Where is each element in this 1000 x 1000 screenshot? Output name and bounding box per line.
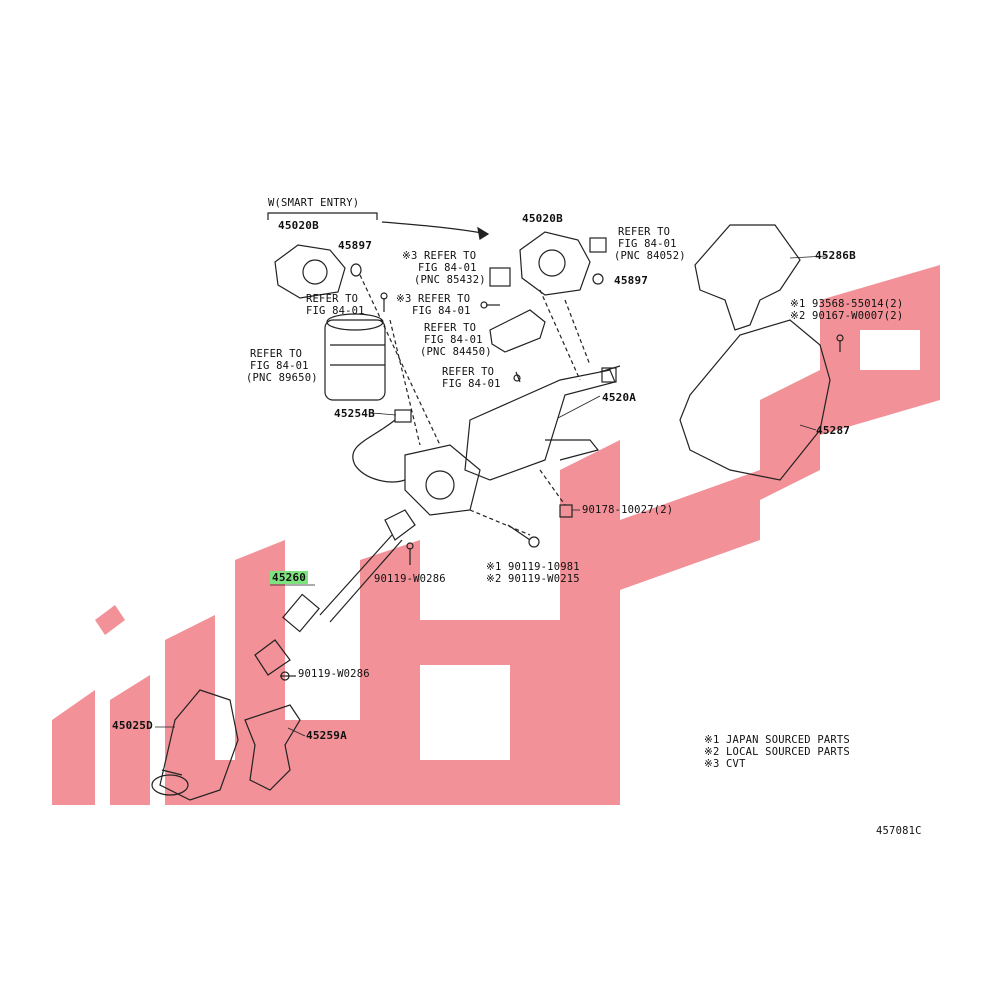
refer-84052-line1: REFER TO bbox=[618, 226, 671, 238]
part-45897-right: 45897 bbox=[614, 274, 649, 287]
refer-84450-line1: REFER TO bbox=[424, 322, 477, 334]
refer-84450-line2: FIG 84-01 bbox=[424, 334, 483, 346]
part-45020b-left: 45020B bbox=[278, 219, 319, 232]
refer-89650-line1: REFER TO bbox=[250, 348, 303, 360]
part-90119-w0286-lower: 90119-W0286 bbox=[298, 668, 370, 680]
leader-lines bbox=[155, 255, 827, 737]
part-90178: 90178-10027(2) bbox=[582, 504, 674, 516]
smart-entry-label: W(SMART ENTRY) bbox=[268, 197, 360, 209]
refer-fig-a-line1: REFER TO bbox=[306, 293, 359, 305]
legend-japan: ※1 JAPAN SOURCED PARTS bbox=[704, 734, 850, 746]
part-45020b-right: 45020B bbox=[522, 212, 563, 225]
part-45286b: 45286B bbox=[815, 249, 856, 262]
legend-local: ※2 LOCAL SOURCED PARTS bbox=[704, 746, 850, 758]
refer-85432-line3: (PNC 85432) bbox=[414, 274, 486, 286]
refer-85432-line1: ※3 REFER TO bbox=[402, 250, 477, 262]
part-drawings bbox=[151, 212, 844, 801]
part-45260-text: 45260 bbox=[270, 571, 309, 584]
part-45897-left: 45897 bbox=[338, 239, 373, 252]
refer-89650-line3: (PNC 89650) bbox=[246, 372, 318, 384]
part-4520a: 4520A bbox=[602, 391, 637, 404]
part-45259a: 45259A bbox=[306, 729, 347, 742]
refer-84052-line2: FIG 84-01 bbox=[618, 238, 677, 250]
refer-3-fig-line2: FIG 84-01 bbox=[412, 305, 471, 317]
part-90119-w0215: ※2 90119-W0215 bbox=[486, 573, 580, 585]
part-93568: ※1 93568-55014(2) bbox=[790, 298, 904, 310]
refer-3-fig-line1: ※3 REFER TO bbox=[396, 293, 471, 305]
part-90119-w0286-upper: 90119-W0286 bbox=[374, 573, 446, 585]
refer-84450-line3: (PNC 84450) bbox=[420, 346, 492, 358]
refer-85432-line2: FIG 84-01 bbox=[418, 262, 477, 274]
watermark-logo bbox=[52, 265, 940, 805]
part-45254b: 45254B bbox=[334, 407, 375, 420]
part-90119-10981: ※1 90119-10981 bbox=[486, 561, 580, 573]
refer-89650-line2: FIG 84-01 bbox=[250, 360, 309, 372]
part-45025d: 45025D bbox=[112, 719, 153, 732]
part-90167: ※2 90167-W0007(2) bbox=[790, 310, 904, 322]
part-45287: 45287 bbox=[816, 424, 851, 437]
refer-fig-b-line1: REFER TO bbox=[442, 366, 495, 378]
legend-cvt: ※3 CVT bbox=[704, 758, 746, 770]
part-45260-highlighted: 45260 bbox=[270, 571, 309, 584]
refer-fig-a-line2: FIG 84-01 bbox=[306, 305, 365, 317]
figure-id: 457081C bbox=[876, 825, 922, 837]
refer-84052-line3: (PNC 84052) bbox=[614, 250, 686, 262]
refer-fig-b-line2: FIG 84-01 bbox=[442, 378, 501, 390]
